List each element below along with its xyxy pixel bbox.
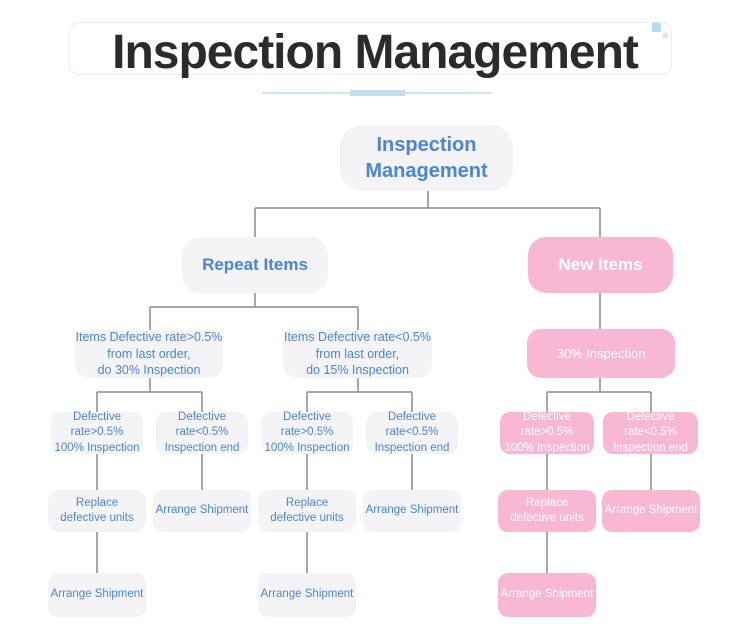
node-r2-replace-units: Replace defective units — [258, 490, 356, 532]
node-r1-replace-units: Replace defective units — [48, 490, 146, 532]
node-new-items: New Items — [528, 237, 673, 293]
node-new-defect-low: Defective rate<0.5% Inspection end — [603, 411, 698, 454]
node-repeat-defect-low: Items Defective rate<0.5% from last orde… — [283, 330, 432, 378]
connector-path — [96, 191, 652, 573]
node-new-arrange-shipment: Arrange Shipment — [602, 490, 700, 532]
node-r2-defect-high: Defective rate>0.5% 100% Inspection — [261, 411, 353, 454]
node-r2-arrange-final: Arrange Shipment — [258, 573, 356, 617]
node-r1-defect-low: Defective rate<0.5% Inspection end — [156, 411, 248, 454]
node-new-replace-units: Replace defective units — [498, 490, 596, 532]
node-r1-defect-high: Defective rate>0.5% 100% Inspection — [51, 411, 143, 454]
title-card — [69, 22, 672, 75]
node-new-defect-high: Defective rate>0.5% 100% Inspection — [500, 411, 594, 454]
decor-square-icon — [652, 23, 661, 32]
node-r1-arrange-shipment: Arrange Shipment — [153, 490, 251, 532]
node-repeat-items: Repeat Items — [182, 237, 328, 293]
node-r1-arrange-final: Arrange Shipment — [48, 573, 146, 617]
node-r2-arrange-shipment: Arrange Shipment — [363, 490, 461, 532]
node-root: Inspection Management — [340, 125, 513, 191]
decor-square-small-icon — [663, 33, 668, 38]
node-new-30-inspection: 30% Inspection — [527, 329, 675, 378]
node-new-arrange-final: Arrange Shipment — [498, 573, 596, 617]
title-underline-accent — [350, 90, 405, 96]
node-repeat-defect-high: Items Defective rate>0.5% from last orde… — [75, 330, 223, 378]
page-title: Inspection Management — [112, 26, 639, 79]
node-r2-defect-low: Defective rate<0.5% Inspection end — [366, 411, 458, 454]
